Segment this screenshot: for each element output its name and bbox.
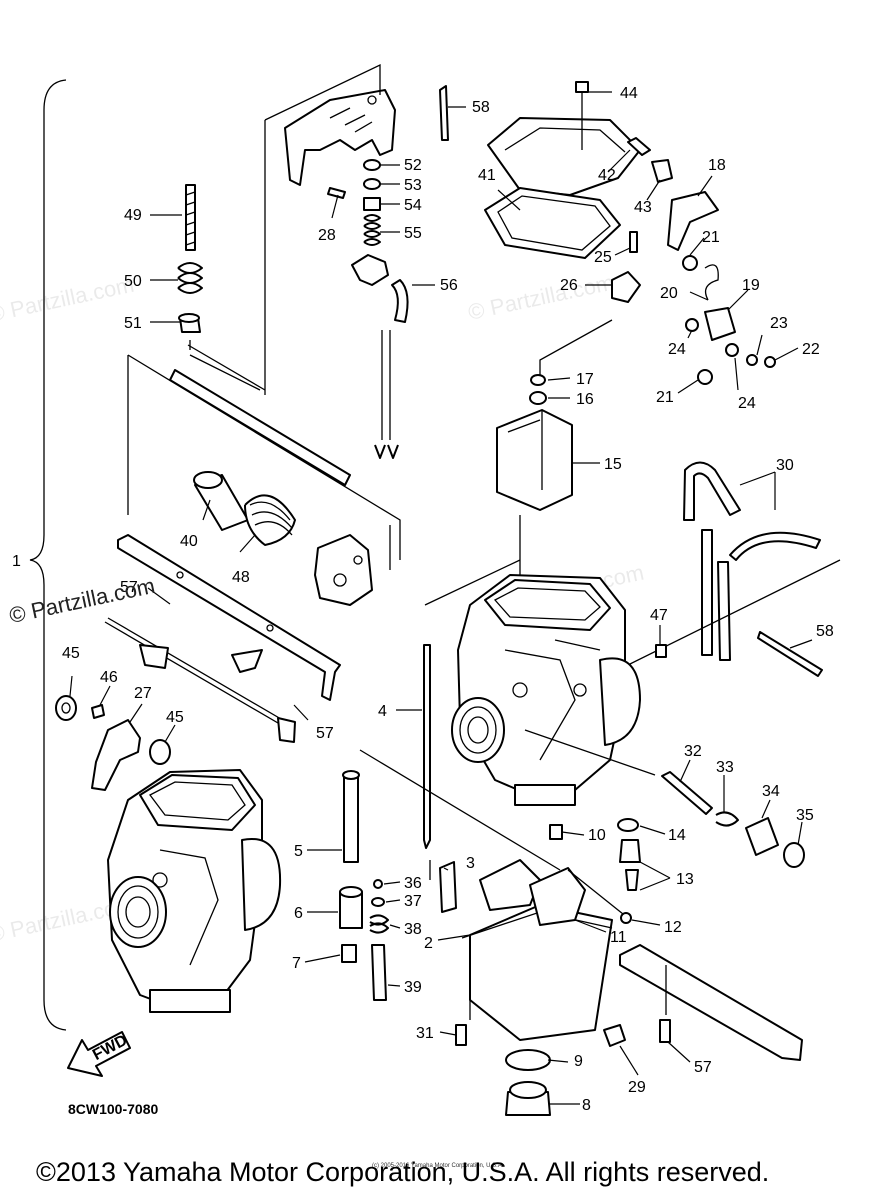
carburetor-body-right bbox=[451, 574, 641, 806]
svg-text:© Partzilla.com: © Partzilla.com bbox=[0, 272, 136, 327]
jets-left bbox=[339, 770, 363, 963]
callout-1: 1 bbox=[12, 553, 21, 570]
callout-26: 26 bbox=[560, 277, 578, 294]
callout-40: 40 bbox=[180, 533, 198, 550]
screw-47 bbox=[655, 644, 667, 658]
callout-53: 53 bbox=[404, 177, 422, 194]
joint-bracket bbox=[314, 534, 373, 606]
fwd-arrow-icon: FWD bbox=[67, 1031, 131, 1077]
callout-10: 10 bbox=[588, 827, 606, 844]
callout-34: 34 bbox=[762, 783, 780, 800]
needle-valve-parts bbox=[549, 818, 641, 891]
diagram-code: 8CW100-7080 bbox=[68, 1101, 159, 1117]
float-bowl bbox=[461, 859, 632, 1041]
callout-31: 31 bbox=[416, 1025, 434, 1042]
cable-tie bbox=[757, 631, 823, 677]
callout-3: 3 bbox=[466, 855, 475, 872]
vent-hoses bbox=[627, 461, 841, 666]
callout-43: 43 bbox=[634, 199, 652, 216]
callout-45a: 45 bbox=[62, 645, 80, 662]
copyright-notice: ©2013 Yamaha Motor Corporation, U.S.A. A… bbox=[36, 1157, 770, 1187]
callout-38: 38 bbox=[404, 921, 422, 938]
callout-57a: 57 bbox=[120, 579, 138, 596]
callout-42: 42 bbox=[598, 167, 616, 184]
callout-2: 2 bbox=[424, 935, 433, 952]
callout-41: 41 bbox=[478, 167, 496, 184]
callout-29: 29 bbox=[628, 1079, 646, 1096]
callout-15: 15 bbox=[604, 456, 622, 473]
callout-7: 7 bbox=[292, 955, 301, 972]
callout-50: 50 bbox=[124, 273, 142, 290]
callout-57b: 57 bbox=[316, 725, 334, 742]
callout-57c: 57 bbox=[694, 1059, 712, 1076]
callout-39: 39 bbox=[404, 979, 422, 996]
callout-52: 52 bbox=[404, 157, 422, 174]
accelerator-pump-linkage bbox=[611, 191, 776, 385]
callout-58a: 58 bbox=[472, 99, 490, 116]
callout-labels: 1 2 3 4 5 6 7 8 9 10 11 12 13 14 15 16 1… bbox=[12, 85, 834, 1114]
callout-20: 20 bbox=[660, 285, 678, 302]
diaphragm-cap-and-spring bbox=[193, 471, 296, 546]
callout-56: 56 bbox=[440, 277, 458, 294]
callout-36: 36 bbox=[404, 875, 422, 892]
starter-plunger-parts bbox=[327, 159, 409, 459]
callout-21a: 21 bbox=[702, 229, 720, 246]
callout-35: 35 bbox=[796, 807, 814, 824]
callout-47: 47 bbox=[650, 607, 668, 624]
fine-print: (c) 2005-2016 Yamaha Motor Corporation, … bbox=[372, 1163, 504, 1169]
callout-46: 46 bbox=[100, 669, 118, 686]
callout-8: 8 bbox=[582, 1097, 591, 1114]
callout-44: 44 bbox=[620, 85, 638, 102]
callout-23: 23 bbox=[770, 315, 788, 332]
callout-58b: 58 bbox=[816, 623, 834, 640]
jet-needle bbox=[423, 644, 431, 849]
callout-18: 18 bbox=[708, 157, 726, 174]
callout-19: 19 bbox=[742, 277, 760, 294]
jets-center bbox=[369, 861, 457, 1001]
callout-24b: 24 bbox=[738, 395, 756, 412]
callout-33: 33 bbox=[716, 759, 734, 776]
callout-37: 37 bbox=[404, 893, 422, 910]
throttle-lever-left bbox=[55, 695, 171, 791]
callout-17: 17 bbox=[576, 371, 594, 388]
callout-32: 32 bbox=[684, 743, 702, 760]
callout-49: 49 bbox=[124, 207, 142, 224]
callout-9: 9 bbox=[574, 1053, 583, 1070]
link-bar bbox=[117, 534, 341, 701]
callout-16: 16 bbox=[576, 391, 594, 408]
callout-6: 6 bbox=[294, 905, 303, 922]
leader-lines bbox=[69, 91, 813, 1105]
callout-51: 51 bbox=[124, 315, 142, 332]
callout-45b: 45 bbox=[166, 709, 184, 726]
throttle-link-rod bbox=[104, 617, 296, 743]
callout-14: 14 bbox=[668, 827, 686, 844]
callout-30: 30 bbox=[776, 457, 794, 474]
callout-4: 4 bbox=[378, 703, 387, 720]
callout-22: 22 bbox=[802, 341, 820, 358]
callout-12: 12 bbox=[664, 919, 682, 936]
callout-54: 54 bbox=[404, 197, 422, 214]
pilot-screw-assembly bbox=[177, 184, 261, 391]
callout-25: 25 bbox=[594, 249, 612, 266]
callout-48: 48 bbox=[232, 569, 250, 586]
callout-21b: 21 bbox=[656, 389, 674, 406]
callout-28: 28 bbox=[318, 227, 336, 244]
callout-13: 13 bbox=[676, 871, 694, 888]
callout-55: 55 bbox=[404, 225, 422, 242]
top-cover bbox=[439, 81, 673, 259]
vacuum-chamber-parts bbox=[424, 319, 613, 606]
carburetor-body-left bbox=[107, 769, 282, 1013]
callout-24a: 24 bbox=[668, 341, 686, 358]
callout-11: 11 bbox=[610, 929, 627, 946]
lower-bracket bbox=[619, 944, 803, 1061]
throttle-bracket bbox=[284, 89, 396, 186]
callout-5: 5 bbox=[294, 843, 303, 860]
callout-27: 27 bbox=[134, 685, 152, 702]
drain-plug bbox=[505, 1049, 551, 1116]
svg-text:© Partzilla.com: © Partzilla.com bbox=[466, 270, 616, 325]
starter-plunger-right bbox=[524, 729, 805, 868]
